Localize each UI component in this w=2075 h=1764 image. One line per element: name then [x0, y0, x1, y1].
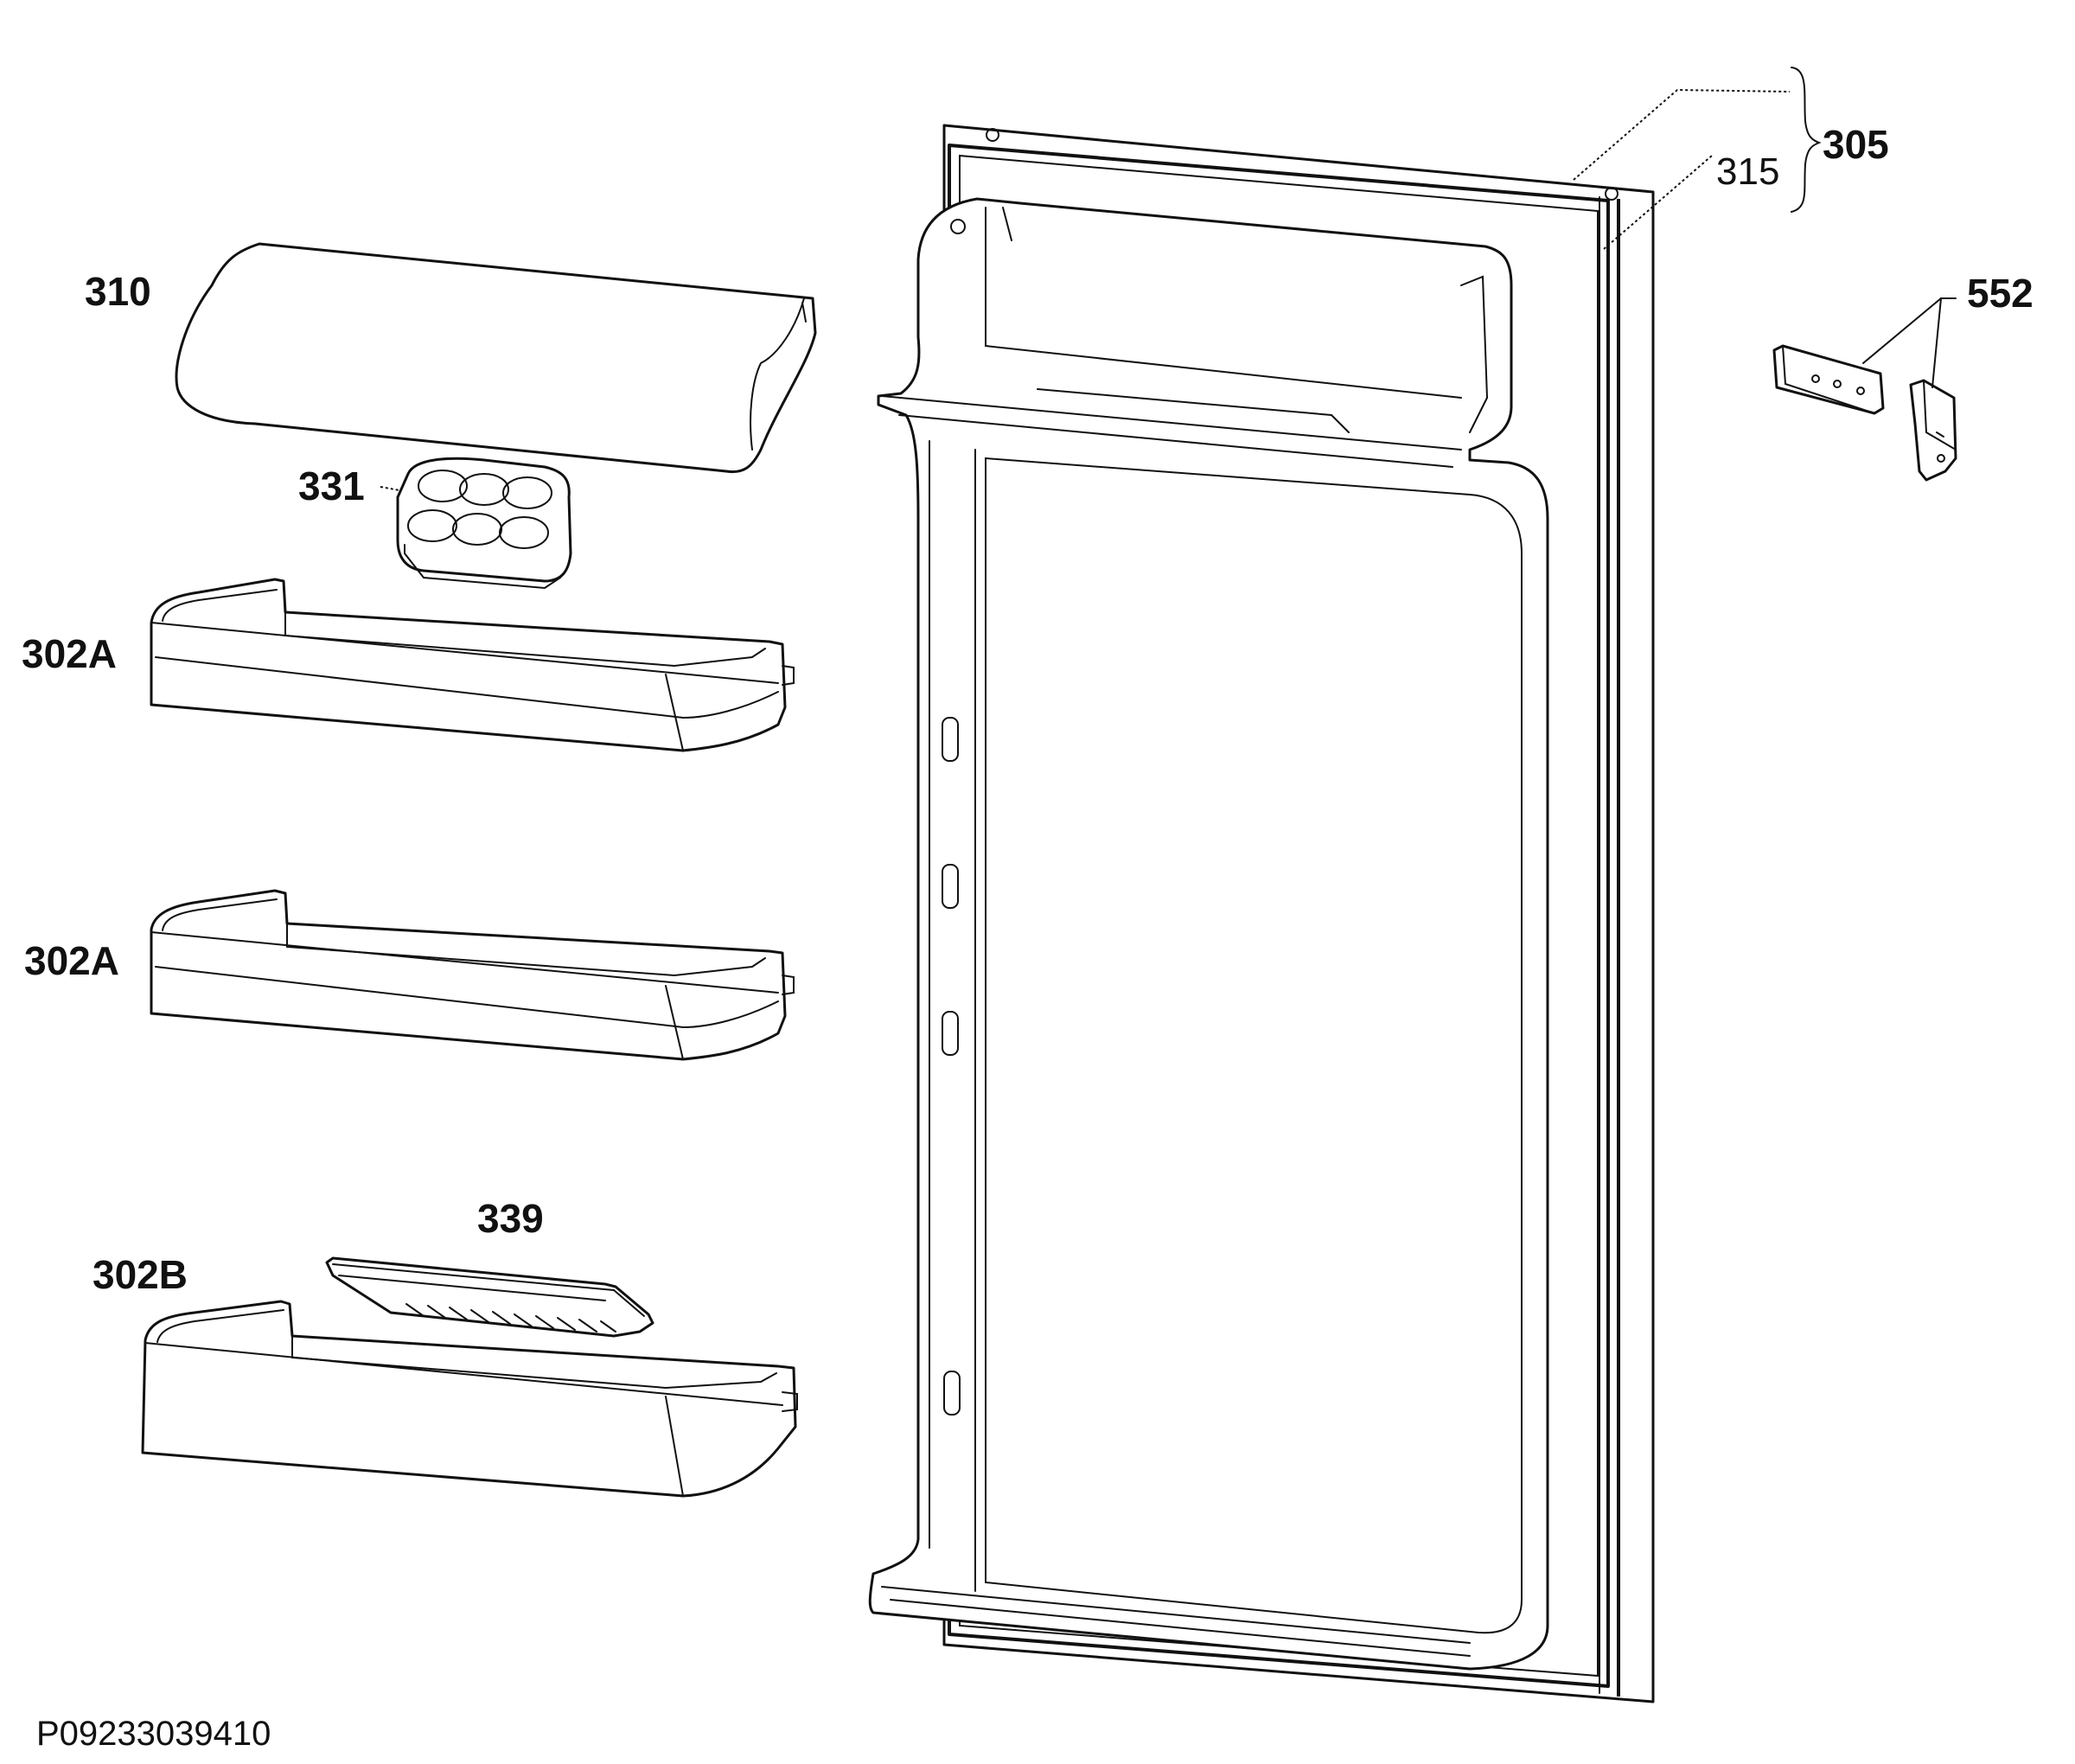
label-339: 339 — [477, 1196, 544, 1241]
door-slot — [943, 1371, 961, 1416]
door-shelf-302a-middle — [150, 889, 795, 1061]
label-302b: 302B — [93, 1252, 188, 1297]
door-shelf-302b — [141, 1300, 798, 1498]
egg-tray-331 — [396, 457, 572, 590]
egg-cup — [502, 476, 552, 509]
label-310: 310 — [85, 269, 151, 314]
egg-cup — [499, 516, 549, 549]
hinge-part-552-bracket — [1909, 379, 1957, 482]
door-slot — [942, 864, 959, 909]
hinge-part-552-plate — [1772, 344, 1885, 415]
label-302a-upper: 302A — [22, 631, 117, 676]
bottle-retainer-339 — [325, 1256, 654, 1338]
door-inner-liner — [868, 197, 1549, 1671]
egg-cup — [418, 470, 468, 502]
label-302a-middle: 302A — [24, 938, 119, 983]
egg-cup — [459, 473, 509, 506]
egg-cup — [407, 509, 457, 542]
shelf-cover-310 — [175, 242, 817, 474]
door-slot — [942, 717, 959, 762]
egg-cup — [452, 513, 502, 546]
door-slot — [942, 1011, 959, 1056]
door-shelf-302a-upper — [150, 578, 795, 752]
drawing-code: P09233039410 — [36, 1715, 271, 1753]
label-305: 305 — [1823, 122, 1889, 167]
brace-305 — [1791, 67, 1822, 213]
door-assembly — [868, 124, 1655, 1703]
label-331: 331 — [298, 463, 365, 508]
label-552: 552 — [1967, 271, 2034, 316]
label-315: 315 — [1716, 150, 1779, 193]
